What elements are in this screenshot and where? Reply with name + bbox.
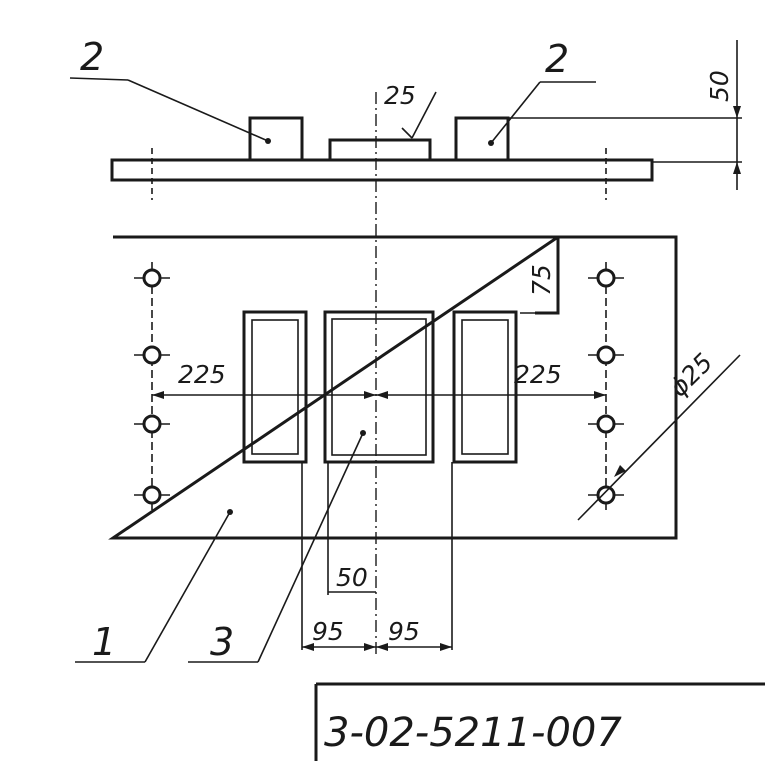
- dim-arrow: [376, 391, 388, 399]
- dim-50-offset-label: 50: [336, 563, 368, 592]
- part-label-2-right: 2: [545, 37, 569, 81]
- plan-side-block-right: [452, 310, 518, 464]
- part-label-1: 1: [92, 620, 116, 664]
- elevation-view: 2 2 25 50: [69, 35, 742, 200]
- dim-25-label: 25: [384, 81, 416, 110]
- dim-phi25-leader: [577, 354, 741, 521]
- plan-side-block-left: [242, 310, 308, 464]
- dim-arrow: [364, 643, 376, 651]
- dim-95-right-label: 95: [388, 617, 420, 646]
- dim-75-label: 75: [527, 264, 556, 296]
- part-label-3: 3: [210, 620, 234, 664]
- bolt-holes-left: [134, 268, 170, 505]
- plan-center-block-inner: [331, 318, 427, 456]
- bolt-hole: [142, 268, 162, 288]
- leader-line-part3: [257, 432, 364, 663]
- dim-arrow: [614, 465, 626, 477]
- dim-arrow: [440, 643, 452, 651]
- elevation-base-plate: [110, 158, 654, 182]
- dim-arrow: [733, 106, 741, 118]
- dim-arrow: [376, 643, 388, 651]
- part-label-2-left: 2: [80, 35, 104, 79]
- leader-line-left: [127, 79, 269, 142]
- elevation-side-block-left: [248, 116, 304, 162]
- dim-arrow: [152, 391, 164, 399]
- dim-50-height-label: 50: [705, 70, 734, 102]
- bolt-holes-right: [588, 268, 624, 505]
- plan-side-block-left-inner: [251, 319, 299, 455]
- dim-arrow: [594, 391, 606, 399]
- drawing-code: 3-02-5211-007: [324, 710, 622, 756]
- dim-25-tick: [401, 127, 413, 139]
- elevation-side-block-right: [454, 116, 510, 162]
- leader-line-right: [490, 81, 541, 144]
- plan-side-block-right-inner: [461, 319, 509, 455]
- dim-225-right-label: 225: [514, 360, 562, 389]
- plan-view: 75 225: [75, 235, 741, 664]
- dim-phi25-label: ϕ25: [664, 348, 719, 403]
- dim-95-left-label: 95: [312, 617, 344, 646]
- plan-center-block: [323, 310, 435, 464]
- dim-25-leader: [411, 91, 437, 139]
- leader-underline-left: [69, 77, 129, 81]
- bolt-hole: [596, 414, 616, 434]
- bolt-hole: [596, 485, 616, 505]
- leader-line-part1: [144, 511, 231, 663]
- bolt-hole: [596, 345, 616, 365]
- bolt-hole: [596, 268, 616, 288]
- bolt-hole: [142, 345, 162, 365]
- dim-arrow: [733, 162, 741, 174]
- bolt-hole: [142, 485, 162, 505]
- elevation-center-block: [328, 138, 432, 162]
- title-block: 3-02-5211-007: [314, 682, 765, 761]
- dim-225-left-label: 225: [178, 360, 226, 389]
- dim-arrow: [364, 391, 376, 399]
- dim-arrow: [302, 643, 314, 651]
- bolt-hole: [142, 414, 162, 434]
